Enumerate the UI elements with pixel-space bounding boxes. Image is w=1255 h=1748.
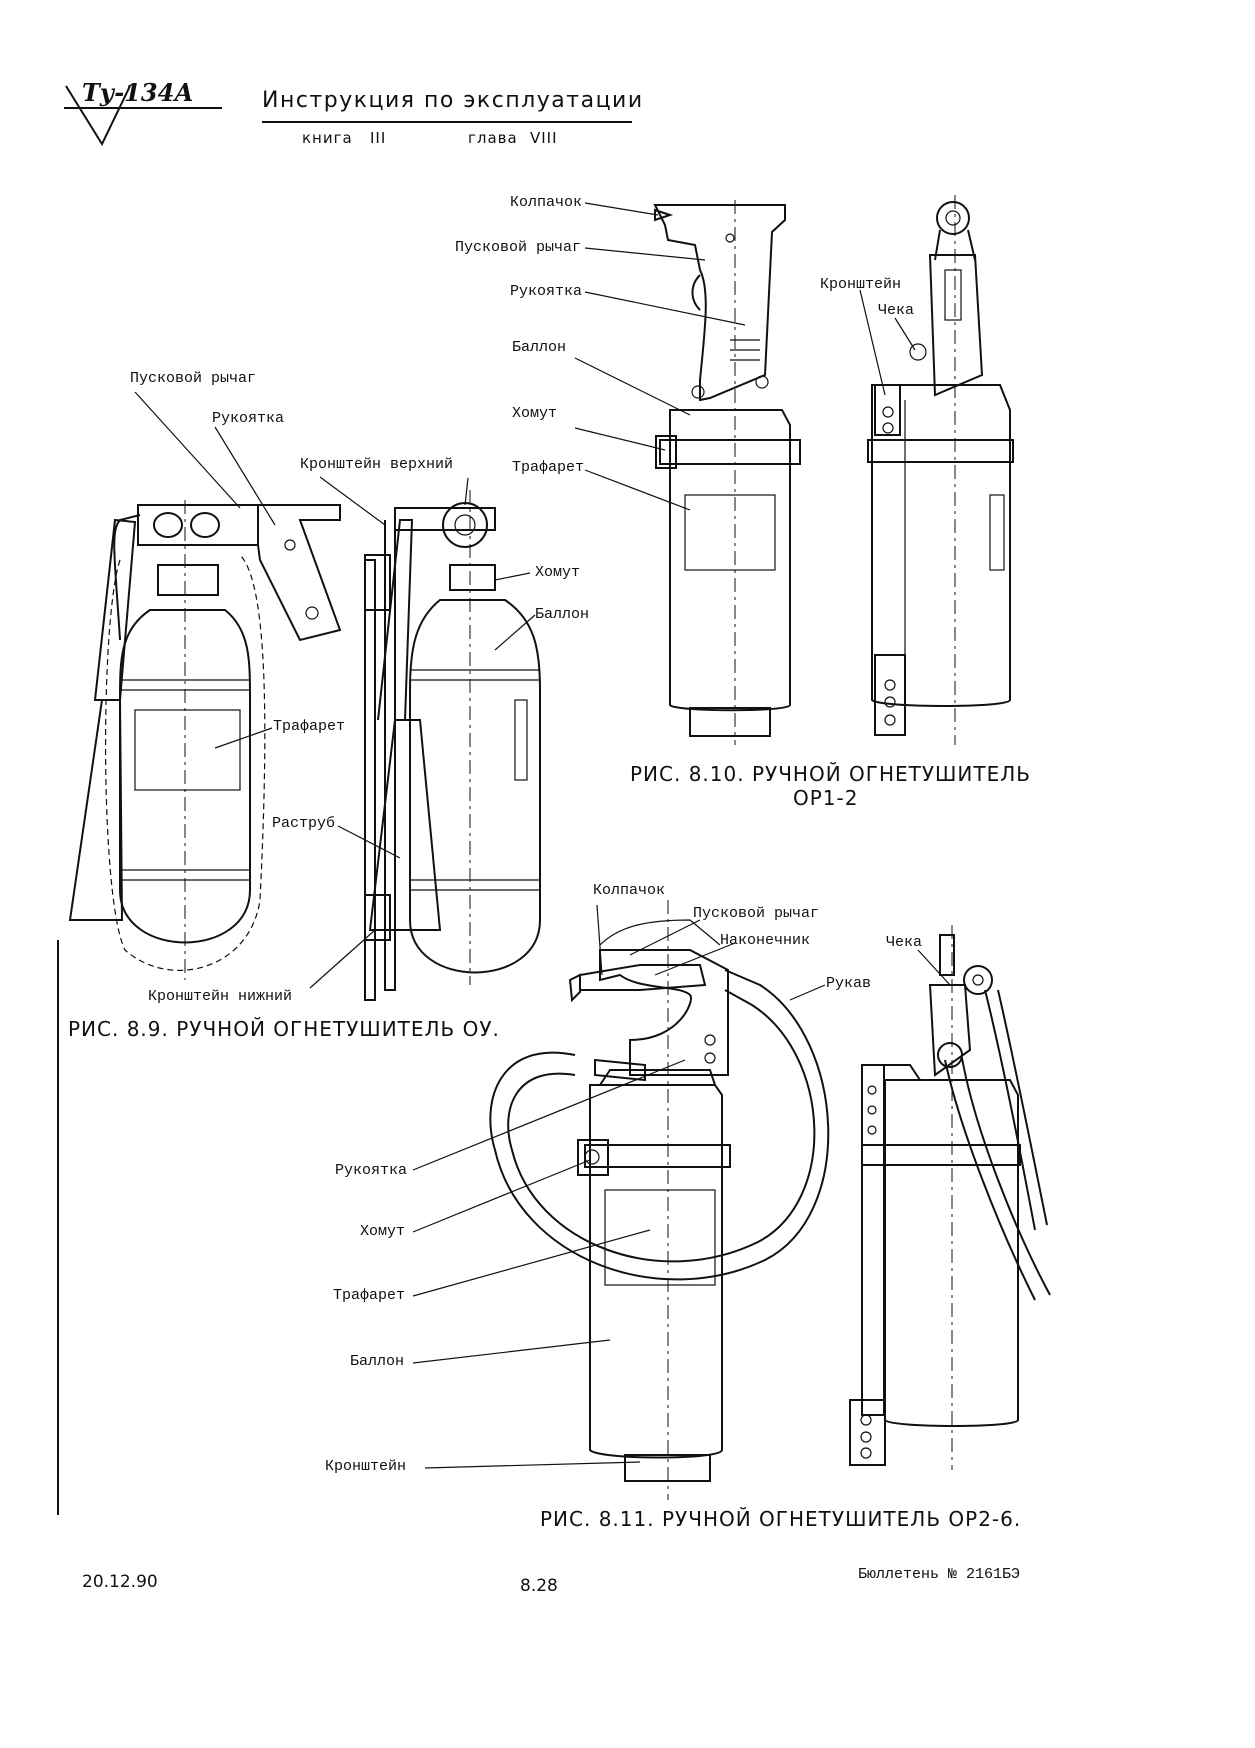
fig-8-11-label-cylinder: Баллон [350, 1353, 405, 1370]
fig-8-11-leaders [412, 904, 951, 1469]
fig-8-10-label-clamp: Хомут [512, 405, 558, 422]
fig-8-10-caption-line1: РИС. 8.10. РУЧНОЙ ОГНЕТУШИТЕЛЬ [630, 762, 1031, 786]
book-label: книга [302, 129, 353, 147]
fig-8-11-label-cap: Колпачок [593, 882, 666, 899]
fig-8-9-leaders [134, 391, 536, 989]
fig-8-9-label-upper-bracket: Кронштейн верхний [300, 456, 454, 473]
logo-text: Ту-134А [82, 78, 194, 107]
footer-date: 20.12.90 [82, 1572, 158, 1592]
fig-8-9-label-lower-bracket: Кронштейн нижний [148, 988, 293, 1005]
footer-page-number: 8.28 [520, 1576, 558, 1596]
fig-8-10-side-drawing [867, 195, 1014, 745]
fig-8-11-label-stencil: Трафарет [333, 1287, 406, 1304]
fig-8-11-caption-text: РУЧНОЙ ОГНЕТУШИТЕЛЬ ОР2-6. [662, 1507, 1022, 1531]
chapter-number: VIII [530, 129, 558, 147]
fig-8-11-label-tip: Наконечник [720, 932, 811, 949]
fig-8-10-caption-line2: ОР1-2 [793, 786, 859, 810]
fig-8-10-label-pin: Чека [878, 302, 915, 319]
fig-8-10-label-handle: Рукоятка [510, 283, 583, 300]
fig-8-10-label-cap: Колпачок [510, 194, 583, 211]
book-number: III [370, 129, 387, 147]
fig-8-9-label-stencil: Трафарет [273, 718, 346, 735]
fig-8-10-label-stencil: Трафарет [512, 459, 585, 476]
header-rule [262, 121, 632, 123]
fig-8-11-label-clamp: Хомут [360, 1223, 406, 1240]
fig-8-11-side-drawing [849, 925, 1051, 1470]
fig-8-11-label-handle: Рукоятка [335, 1162, 408, 1179]
fig-8-9-label-cylinder: Баллон [535, 606, 590, 623]
fig-8-9-side-drawing [364, 490, 541, 1001]
manual-title: Инструкция по эксплуатации [262, 88, 644, 113]
logo-triangle-icon [64, 85, 222, 147]
fig-8-9-caption: РИС. 8.9. РУЧНОЙ ОГНЕТУШИТЕЛЬ ОУ. [68, 1017, 500, 1041]
fig-8-11-label-pin: Чека [886, 934, 923, 951]
fig-8-11-label-trigger: Пусковой рычаг [693, 905, 820, 922]
fig-8-10-front-drawing [653, 200, 801, 745]
fig-8-9-label-clamp: Хомут [535, 564, 581, 581]
fig-8-9-label-handle: Рукоятка [212, 410, 285, 427]
chapter-label: глава [468, 129, 518, 147]
footer-bulletin: Бюллетень № 2161БЭ [858, 1566, 1021, 1583]
fig-8-11-label-bracket: Кронштейн [325, 1458, 407, 1475]
fig-8-9-label-horn: Раструб [272, 815, 336, 832]
header-logo: Ту-134А [62, 78, 232, 150]
fig-8-11-caption-prefix: РИС. 8.11. [540, 1507, 655, 1531]
fig-8-9-front-drawing [68, 500, 342, 980]
fig-8-11-label-hose: Рукав [826, 975, 872, 992]
fig-8-9-label-trigger: Пусковой рычаг [130, 370, 257, 387]
fig-8-10-label-trigger: Пусковой рычаг [455, 239, 582, 256]
fig-8-11-front-drawing [489, 900, 830, 1500]
fig-8-10-label-bracket: Кронштейн [820, 276, 902, 293]
fig-8-10-leaders [574, 202, 916, 511]
fig-8-10-label-cylinder: Баллон [512, 339, 567, 356]
